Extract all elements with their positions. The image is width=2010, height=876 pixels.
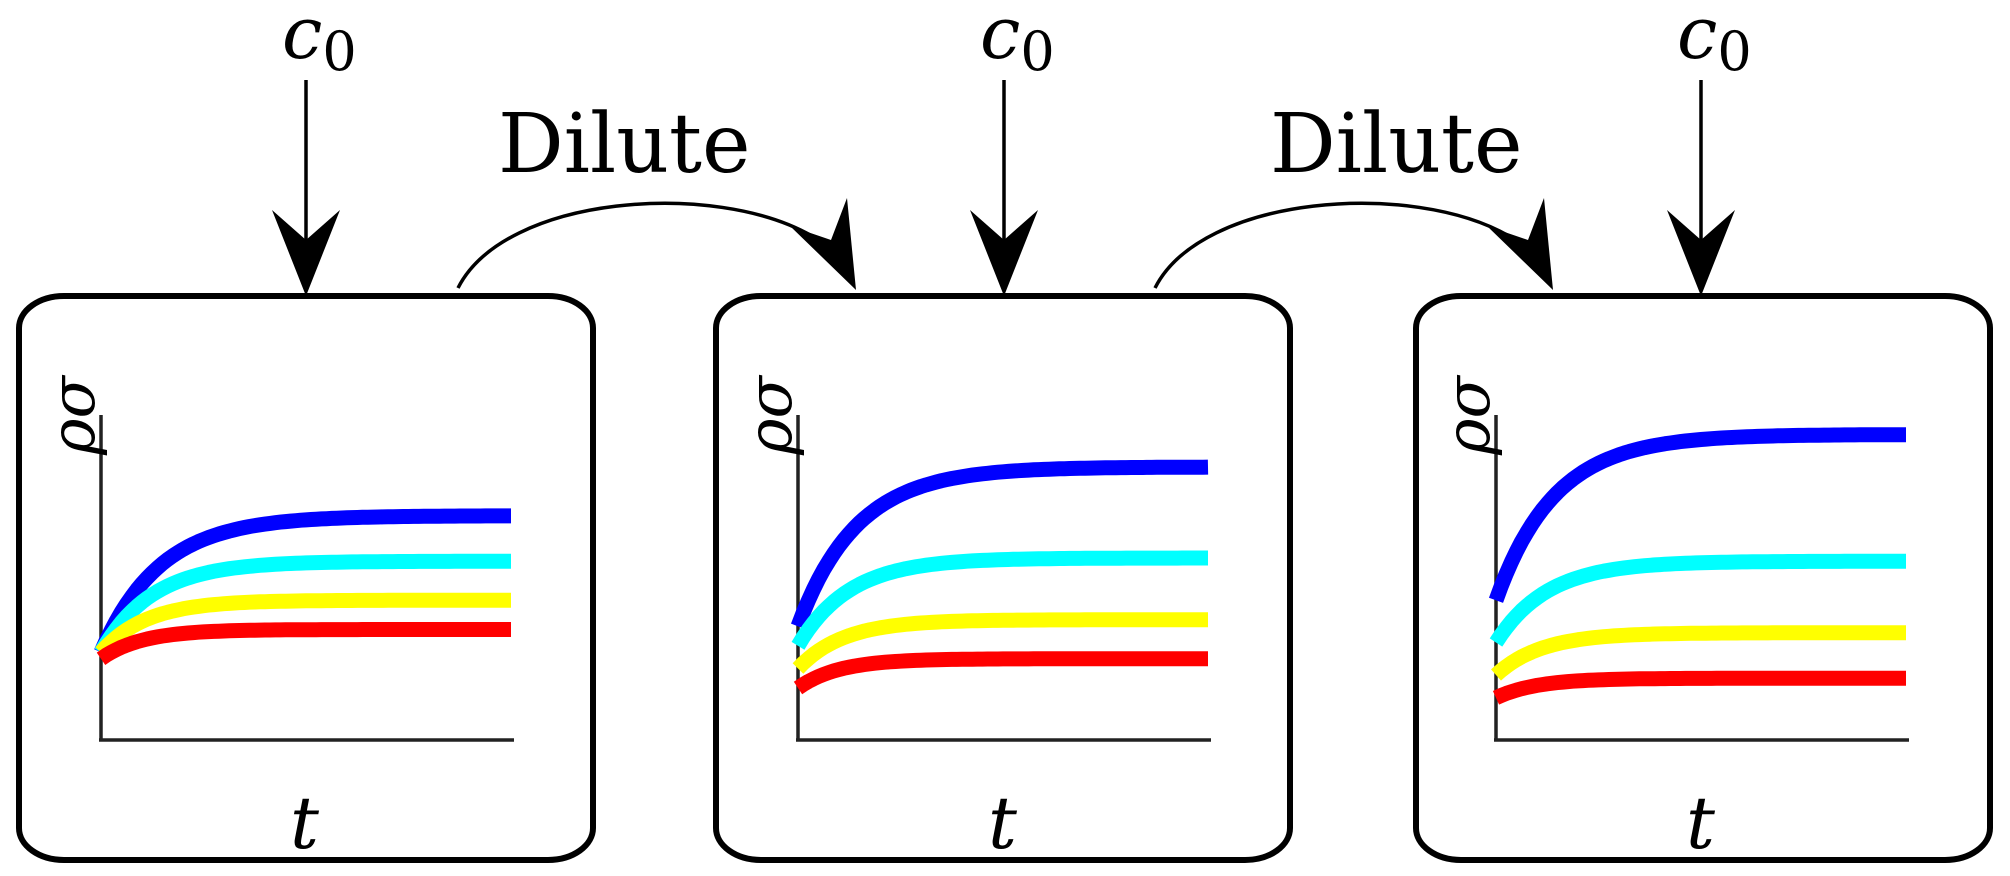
y-axis-label: ρσ xyxy=(1431,375,1504,456)
series-cyan-line xyxy=(94,553,514,657)
dilute-label: Dilute xyxy=(498,97,751,192)
y-axis-label: ρσ xyxy=(36,375,109,456)
dilute-arrow-1: Dilute xyxy=(456,97,856,290)
plot-series xyxy=(1488,427,1909,705)
dilute-arrow-head xyxy=(1487,198,1553,290)
flask-1: c0 ρσ t xyxy=(16,0,596,865)
feed-arrow-head xyxy=(1667,210,1735,296)
series-red-line xyxy=(96,622,514,665)
flask-2: c0 ρσ t xyxy=(713,0,1293,865)
flask-outline xyxy=(713,293,1293,863)
series-yellow-line xyxy=(792,612,1211,674)
feed-subscript: 0 xyxy=(322,20,356,83)
feed-arrow-head xyxy=(272,210,340,296)
series-yellow-line xyxy=(1491,625,1909,681)
dilute-arrow-head xyxy=(790,198,856,290)
dilute-arrow-2: Dilute xyxy=(1153,97,1553,290)
series-red-line xyxy=(793,651,1211,695)
series-blue-line xyxy=(1488,427,1909,603)
flask-3: c0 ρσ t xyxy=(1413,0,1993,865)
feed-arrow: c0 xyxy=(1667,0,1752,296)
x-axis-label: t xyxy=(988,781,1018,865)
flask-outline xyxy=(1413,293,1993,863)
dilute-label: Dilute xyxy=(1270,97,1523,192)
series-blue-line xyxy=(790,459,1211,629)
feed-symbol: c xyxy=(980,0,1020,75)
feed-arrow: c0 xyxy=(272,0,357,296)
feed-subscript: 0 xyxy=(1717,20,1751,83)
series-yellow-line xyxy=(95,592,514,658)
feed-symbol: c xyxy=(1677,0,1717,75)
dilute-arrow-curve xyxy=(1153,201,1510,289)
dilute-arrow-curve xyxy=(456,201,813,289)
feed-label: c0 xyxy=(282,0,357,83)
feed-label: c0 xyxy=(1677,0,1752,83)
series-red-line xyxy=(1492,670,1909,705)
plot-series xyxy=(790,459,1211,695)
x-axis-label: t xyxy=(290,781,320,865)
series-cyan-line xyxy=(1489,553,1909,647)
feed-label: c0 xyxy=(980,0,1055,83)
plot-3: ρσ t xyxy=(1431,375,1909,865)
plot-2: ρσ t xyxy=(733,375,1211,865)
feed-arrow-head xyxy=(970,210,1038,296)
feed-arrow: c0 xyxy=(970,0,1055,296)
y-axis-label: ρσ xyxy=(733,375,806,456)
series-cyan-line xyxy=(791,550,1211,650)
plot-series xyxy=(94,508,514,665)
plot-1: ρσ t xyxy=(36,375,514,865)
series-blue-line xyxy=(94,508,514,656)
feed-symbol: c xyxy=(282,0,322,75)
feed-subscript: 0 xyxy=(1020,20,1054,83)
x-axis-label: t xyxy=(1686,781,1716,865)
